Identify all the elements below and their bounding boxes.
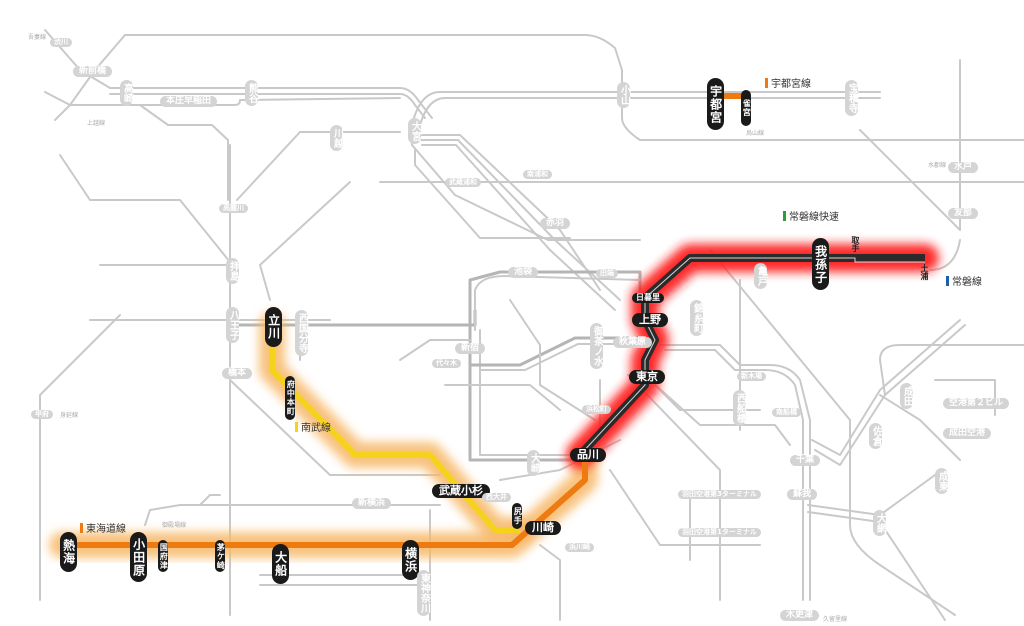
station-tabata[interactable]: 田端: [596, 269, 618, 279]
station-hama-kawasaki[interactable]: 浜川崎: [565, 543, 594, 553]
station-naruto[interactable]: 成東: [935, 468, 948, 494]
legend-label: 宇都宮線: [771, 79, 811, 90]
station-ueno[interactable]: 上野: [632, 313, 668, 327]
station-narita[interactable]: 成田: [900, 383, 913, 409]
station-nishi-funabashi[interactable]: 西船橋: [733, 390, 746, 426]
station-soga[interactable]: 蘇我: [787, 489, 818, 501]
station-kisarazu[interactable]: 木更津: [780, 610, 820, 622]
station-sakura[interactable]: 佐倉: [869, 423, 882, 449]
station-shitte[interactable]: 尻手: [512, 503, 523, 529]
station-haneda-terminal3[interactable]: 羽田空港第3ターミナル: [678, 490, 761, 500]
station-musashi-urawa[interactable]: 武蔵浦和: [445, 178, 481, 188]
station-tokyo[interactable]: 東京: [629, 370, 665, 384]
station-nishi-oi[interactable]: 西大井: [482, 493, 511, 503]
station-takasaki[interactable]: 高崎: [120, 80, 133, 106]
label-minobu-line: 身延線: [60, 412, 79, 419]
legend-swatch: [80, 522, 83, 533]
nambu-line-path: [269, 325, 520, 533]
legend-utsunomiya-line: 宇都宮線: [765, 75, 811, 90]
station-suzumenomiya[interactable]: 雀宮: [741, 90, 752, 126]
station-yokohama[interactable]: 横浜: [402, 540, 419, 580]
legend-label: 南武線: [301, 423, 331, 434]
legend-label: 常磐線快速: [789, 212, 839, 223]
label-karasuyama-line: 烏山線: [746, 130, 765, 137]
station-ofuna[interactable]: 大船: [272, 544, 289, 584]
station-hachioji[interactable]: 八王子: [226, 307, 239, 343]
station-mito[interactable]: 水戸: [948, 162, 979, 174]
station-oyama[interactable]: 小山: [617, 82, 630, 108]
station-tachikawa[interactable]: 立川: [265, 307, 282, 347]
label-kururi-line: 久留里線: [823, 616, 848, 623]
station-yoyogi[interactable]: 代々木: [432, 359, 461, 369]
station-haijima[interactable]: 拝島: [226, 258, 239, 284]
legend-swatch: [783, 210, 786, 221]
station-ikebukuro[interactable]: 池袋: [508, 267, 539, 279]
label-agatsuma-line: 吾妻線: [28, 34, 47, 41]
station-higashi-kanagawa[interactable]: 東神奈川: [417, 570, 430, 616]
station-kumagaya[interactable]: 熊谷: [245, 80, 258, 106]
station-akihabara[interactable]: 秋葉原: [613, 337, 653, 349]
legend-joban-line: 常磐線: [946, 273, 982, 288]
station-utsunomiya[interactable]: 宇都宮: [707, 78, 724, 130]
station-kawasaki[interactable]: 川崎: [525, 521, 561, 535]
station-kawagoe[interactable]: 川越: [330, 125, 343, 151]
station-chiba[interactable]: 千葉: [790, 455, 821, 467]
station-narita-airport[interactable]: 成田空港: [943, 428, 992, 440]
label-gotemba-line: 御殿場線: [162, 522, 187, 529]
station-tomobe[interactable]: 友部: [948, 208, 979, 220]
station-airport-terminal2[interactable]: 空港第２ビル: [943, 398, 1010, 410]
station-komagawa[interactable]: 高麗川: [219, 204, 248, 214]
station-kofu[interactable]: 甲府: [31, 410, 53, 420]
station-kinshicho[interactable]: 錦糸町: [690, 300, 703, 336]
station-tsuchiura[interactable]: 土浦: [920, 264, 929, 280]
station-minami-urawa[interactable]: 南浦和: [523, 170, 552, 180]
station-fuchuhommachi[interactable]: 府中本町: [285, 376, 296, 420]
station-akabane[interactable]: 赤羽: [540, 218, 571, 230]
station-nishikokubunji[interactable]: 西国分寺: [295, 310, 308, 356]
station-shinjuku[interactable]: 新宿: [455, 343, 486, 355]
station-abiko[interactable]: 我孫子: [812, 238, 829, 290]
legend-joban-rapid-line: 常磐線快速: [783, 208, 839, 223]
station-nippori[interactable]: 日暮里: [632, 293, 664, 304]
station-shinmaebashi[interactable]: 新前橋: [73, 66, 113, 78]
station-minami-funabashi[interactable]: 南船橋: [772, 408, 801, 418]
legend-label: 東海道線: [86, 524, 126, 535]
station-oami[interactable]: 大網: [873, 510, 886, 536]
legend-swatch: [765, 77, 768, 88]
station-odawara[interactable]: 小田原: [130, 532, 147, 582]
legend-label: 常磐線: [952, 277, 982, 288]
station-osaki[interactable]: 大崎: [527, 450, 540, 476]
label-joetsu-line: 上越線: [87, 120, 106, 127]
station-kameido[interactable]: 亀戸: [754, 263, 767, 289]
station-shin-kiba[interactable]: 新木場: [737, 372, 766, 382]
station-toride[interactable]: 取手: [851, 236, 860, 252]
station-hoshakuji[interactable]: 宝積寺: [845, 80, 858, 116]
station-ochanomizu[interactable]: 御茶ノ水: [590, 323, 603, 369]
station-hamamatsucho[interactable]: 浜松町: [582, 405, 611, 415]
station-shinagawa[interactable]: 品川: [570, 448, 606, 462]
station-atami[interactable]: 熱海: [60, 532, 77, 572]
tokaido-line-path: [62, 455, 588, 548]
station-shibukawa[interactable]: 渋川: [50, 38, 72, 48]
station-musashikosugi[interactable]: 武蔵小杉: [432, 484, 490, 498]
legend-swatch: [295, 421, 298, 432]
legend-nambu-line: 南武線: [295, 419, 331, 434]
legend-tokaido-line: 東海道線: [80, 520, 126, 535]
station-kozu[interactable]: 国府津: [158, 540, 169, 572]
legend-swatch: [946, 275, 949, 286]
station-chigasaki[interactable]: 茅ケ崎: [215, 540, 226, 572]
station-omiya[interactable]: 大宮: [408, 118, 421, 144]
station-haneda-terminal1[interactable]: 羽田空港第1ターミナル: [678, 528, 761, 538]
station-honjo-waseda[interactable]: 本庄早稲田: [160, 96, 218, 108]
station-shin-yokohama[interactable]: 新横浜: [352, 498, 392, 510]
label-suigun-line: 水郡線: [928, 162, 947, 169]
station-hashimoto[interactable]: 橋本: [222, 368, 253, 380]
